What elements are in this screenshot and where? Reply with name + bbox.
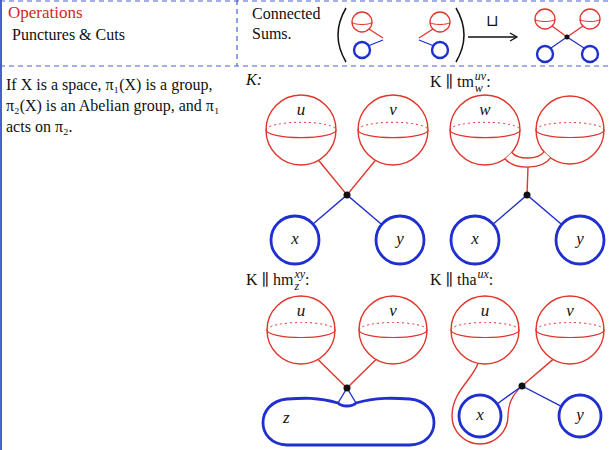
sphere-neck-fill [505,152,550,167]
sphere-equator [267,323,335,330]
circle-node: x [448,213,502,267]
node-label: z [283,409,290,427]
panel-label: K: [246,70,262,90]
node-label: v [356,302,430,320]
circle-node: y [373,213,427,267]
panel-label: K ∥ hmxyz: [246,268,310,292]
sphere-node: u [264,293,338,367]
node-label: x [456,406,504,424]
operation-name: K ∥ tm [430,72,474,92]
superscript: uv [475,70,486,82]
panel-k-wires [313,160,382,224]
sphere-neck [512,152,544,158]
frame-line [236,0,237,66]
sphere-equator [358,130,428,138]
superscript: xy [294,268,305,280]
frame-line [0,65,610,66]
sphere-equator [358,122,428,130]
sphere-equator [451,330,519,337]
node-label: w [447,101,523,119]
sphere-neck [505,158,550,167]
operation-name: K ∥ tha [430,270,477,290]
merged-circle-node: z [255,395,445,447]
node-label: v [355,101,431,119]
spacer [478,280,489,292]
sphere-equator [266,130,336,138]
panel-label: K ∥ thaux: [430,268,493,292]
heading: Operations [8,3,83,23]
sphere-equator [267,330,335,337]
sphere-node: v [533,293,607,367]
panel-tm-wires [493,96,604,225]
operation-name: K ∥ hm [246,270,293,290]
circle-node: x [456,392,504,440]
sphere-node: u [448,293,522,367]
merged-circle-outline [263,398,434,445]
sphere-equator [536,330,604,337]
sphere-equator [536,323,604,330]
sphere-node: w [447,92,523,168]
node-label: u [448,302,522,320]
frame-line [0,0,610,1]
index-stack: uvw [475,70,486,94]
connected-sum-figure [338,8,600,62]
panel-hm-wires [318,359,376,403]
panel-label: K ∥ tmuvw: [430,70,491,94]
node-label: u [264,302,338,320]
panel-tha-wires [452,359,561,444]
circle-node: y [553,213,607,267]
operator-symbol: ⊔ [486,11,498,31]
sphere-equator [451,323,519,330]
sphere-equator [359,323,427,330]
colon: : [489,270,493,290]
node-label: x [268,230,322,248]
colon: : [486,72,490,92]
node-label: x [448,230,502,248]
superscript: ux [478,268,489,280]
sphere-node: v [356,293,430,367]
sphere-node: v [355,92,431,168]
node-label: y [373,230,427,248]
sphere-equator [359,330,427,337]
sphere-node: u [263,92,339,168]
index-stack: xyz [294,268,305,292]
circle-node: x [268,213,322,267]
sphere-equator [450,130,520,138]
section-name: Punctures & Cuts [12,25,125,45]
sphere-equator [450,122,520,130]
node-label: y [556,406,604,424]
colon: : [305,270,309,290]
frame-line [0,0,2,450]
note-text: If X is a space, π₁(X) is a group, π₂(X)… [6,74,234,137]
subscript: w [475,82,486,94]
node-label: v [533,302,607,320]
node-label: y [553,230,607,248]
subscript: z [294,280,305,292]
node-label: u [263,101,339,119]
section-name: Connected Sums. [252,4,332,44]
sphere-equator [266,122,336,130]
index-stack: ux [478,268,489,292]
circle-node: y [556,392,604,440]
